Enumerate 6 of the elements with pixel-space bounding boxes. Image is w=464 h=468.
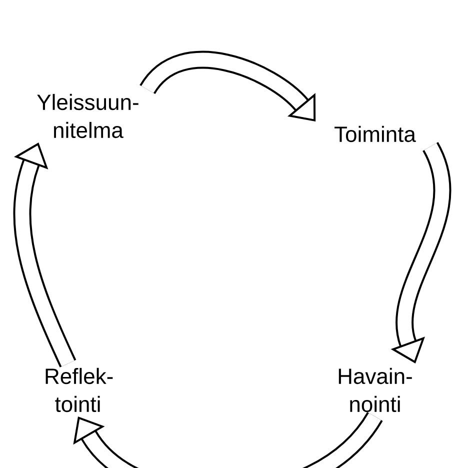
step-label: Havain- nointi [338, 368, 412, 412]
step-label: Yleissuun- nitelma [37, 94, 138, 138]
block-arrow [13, 142, 76, 368]
step-label: Reflek- tointi [46, 368, 113, 412]
block-arrow [73, 411, 382, 468]
step-label: Toiminta [334, 126, 416, 142]
